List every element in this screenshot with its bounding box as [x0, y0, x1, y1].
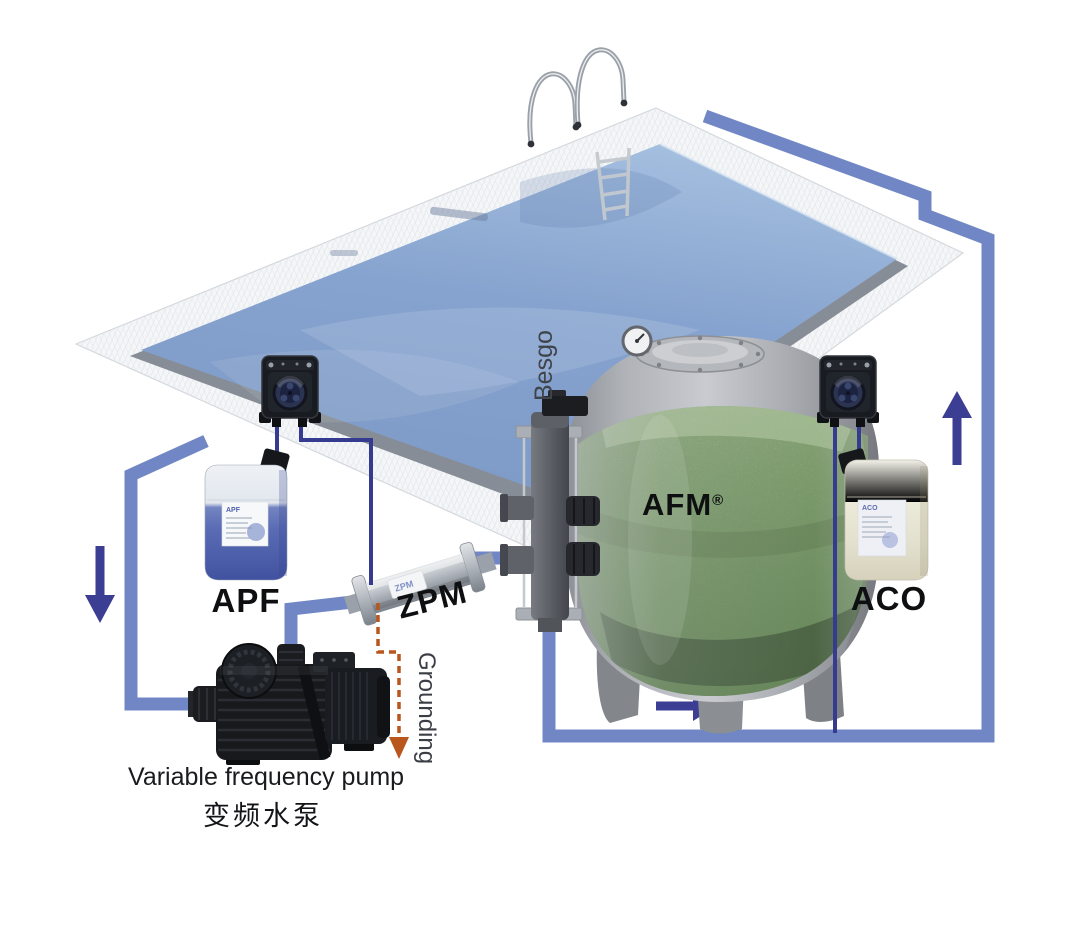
pump-label-chinese: 变频水泵 [203, 801, 323, 831]
water-ripple [300, 307, 700, 396]
pool-water [141, 144, 897, 494]
grounding-label: Grounding [413, 652, 440, 765]
zpm-sticker [387, 570, 427, 599]
aco-container: ACO [838, 448, 929, 581]
pool-handrails [527, 47, 628, 148]
pump-terminal-box [313, 652, 355, 672]
return-pipe [542, 109, 995, 743]
pump-label-english: Variable frequency pump [128, 763, 405, 791]
afm-label: AFM® [642, 487, 725, 522]
apf-container-label: APF [221, 501, 269, 547]
zpm-static-mixer: ZPM [344, 542, 497, 626]
apf-container: APF [204, 448, 290, 581]
apf-injection-tube [299, 426, 373, 585]
aco-label: ACO [850, 580, 928, 617]
pool-step-bench [430, 206, 488, 222]
aco-dosing-pump [815, 354, 881, 429]
valve-coupling-right-upper [566, 496, 600, 526]
filter-media [578, 406, 868, 697]
pump-clamp-band [297, 664, 331, 760]
apf-dosing-pump [257, 354, 323, 429]
grounding-arrow-icon [389, 737, 409, 759]
valve-coupling-right-lower [566, 542, 600, 576]
pool-ladder [595, 147, 631, 221]
tank-edge-shadow [845, 380, 879, 650]
flow-arrow-down-icon [85, 546, 115, 623]
waterline-highlight [659, 142, 898, 261]
valve-port-left-upper [504, 496, 534, 520]
valve-port-left-lower [504, 546, 534, 574]
besgo-label: Besgo [530, 330, 558, 401]
dosing-tubes [275, 426, 861, 733]
tank-lid [635, 335, 765, 373]
suction-pipe [124, 435, 209, 711]
apf-label: APF [211, 582, 281, 619]
valve-actuator [542, 390, 588, 416]
svg-text:APF: APF [226, 507, 241, 514]
afm-filter-tank [565, 325, 879, 734]
grounding-line [376, 603, 409, 759]
pool-fitting [330, 250, 358, 256]
registered-trademark-symbol: ® [712, 492, 725, 509]
pump-motor [325, 668, 387, 744]
svg-text:ACO: ACO [862, 505, 878, 512]
aco-container-label: ACO [857, 499, 907, 557]
valve-bottom-outlet [538, 618, 562, 632]
flow-arrow-up-icon [942, 391, 972, 465]
pressure-gauge-icon [621, 325, 653, 357]
besgo-backwash-valve [500, 390, 600, 632]
tank-gloss [628, 415, 692, 665]
variable-frequency-pump [188, 643, 390, 765]
